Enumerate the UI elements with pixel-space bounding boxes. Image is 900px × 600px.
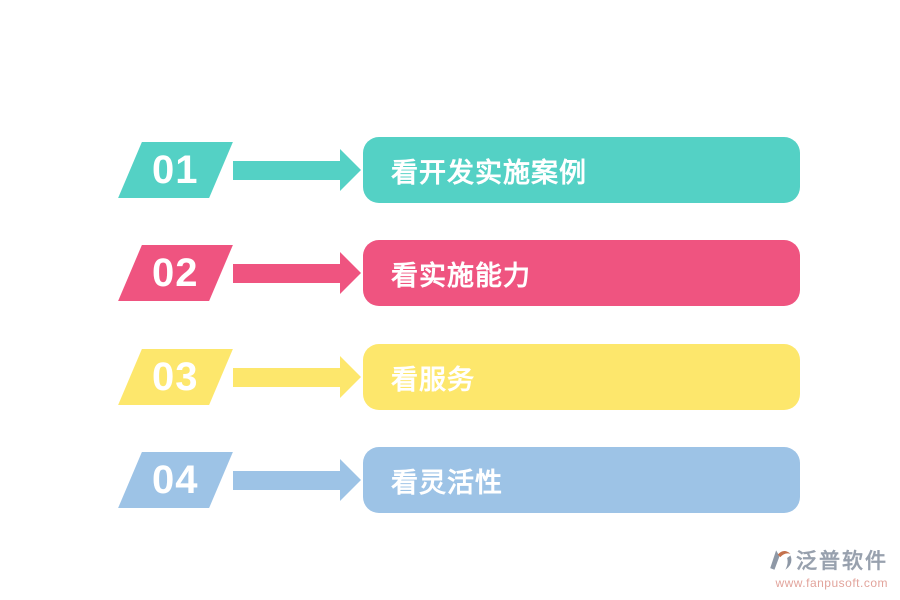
arrow-right-icon bbox=[233, 161, 340, 180]
arrow-right-icon bbox=[233, 471, 340, 490]
step-2-number: 02 bbox=[152, 251, 199, 295]
arrow-right-icon bbox=[233, 264, 340, 283]
step-1-number-badge: 01 bbox=[118, 142, 233, 198]
step-1-number: 01 bbox=[152, 148, 199, 192]
fanpu-logo-icon bbox=[770, 549, 792, 570]
arrow-right-icon bbox=[233, 368, 340, 387]
step-2-label-bar: 看实施能力 bbox=[363, 240, 800, 306]
arrow-right-head-icon bbox=[340, 149, 361, 191]
step-4-label: 看灵活性 bbox=[391, 467, 503, 498]
step-row-3: 03 看服务 bbox=[0, 344, 900, 410]
step-3-label-bar: 看服务 bbox=[363, 344, 800, 410]
step-2-number-badge: 02 bbox=[118, 245, 233, 301]
brand-name: 泛普软件 bbox=[796, 550, 888, 573]
brand-logo: 泛普软件 www.fanpusoft.com bbox=[766, 545, 888, 590]
step-3-number-badge: 03 bbox=[118, 349, 233, 405]
step-3-number: 03 bbox=[152, 355, 199, 399]
step-row-4: 04 看灵活性 bbox=[0, 447, 900, 513]
step-row-2: 02 看实施能力 bbox=[0, 240, 900, 306]
step-1-label-bar: 看开发实施案例 bbox=[363, 137, 800, 203]
arrow-right-head-icon bbox=[340, 459, 361, 501]
step-1-label: 看开发实施案例 bbox=[391, 157, 587, 188]
step-4-label-bar: 看灵活性 bbox=[363, 447, 800, 513]
step-4-number: 04 bbox=[152, 458, 199, 502]
arrow-right-head-icon bbox=[340, 356, 361, 398]
arrow-right-head-icon bbox=[340, 252, 361, 294]
step-3-label: 看服务 bbox=[391, 364, 475, 395]
brand-url: www.fanpusoft.com bbox=[775, 576, 888, 590]
step-row-1: 01 看开发实施案例 bbox=[0, 137, 900, 203]
step-4-number-badge: 04 bbox=[118, 452, 233, 508]
step-2-label: 看实施能力 bbox=[391, 260, 531, 291]
